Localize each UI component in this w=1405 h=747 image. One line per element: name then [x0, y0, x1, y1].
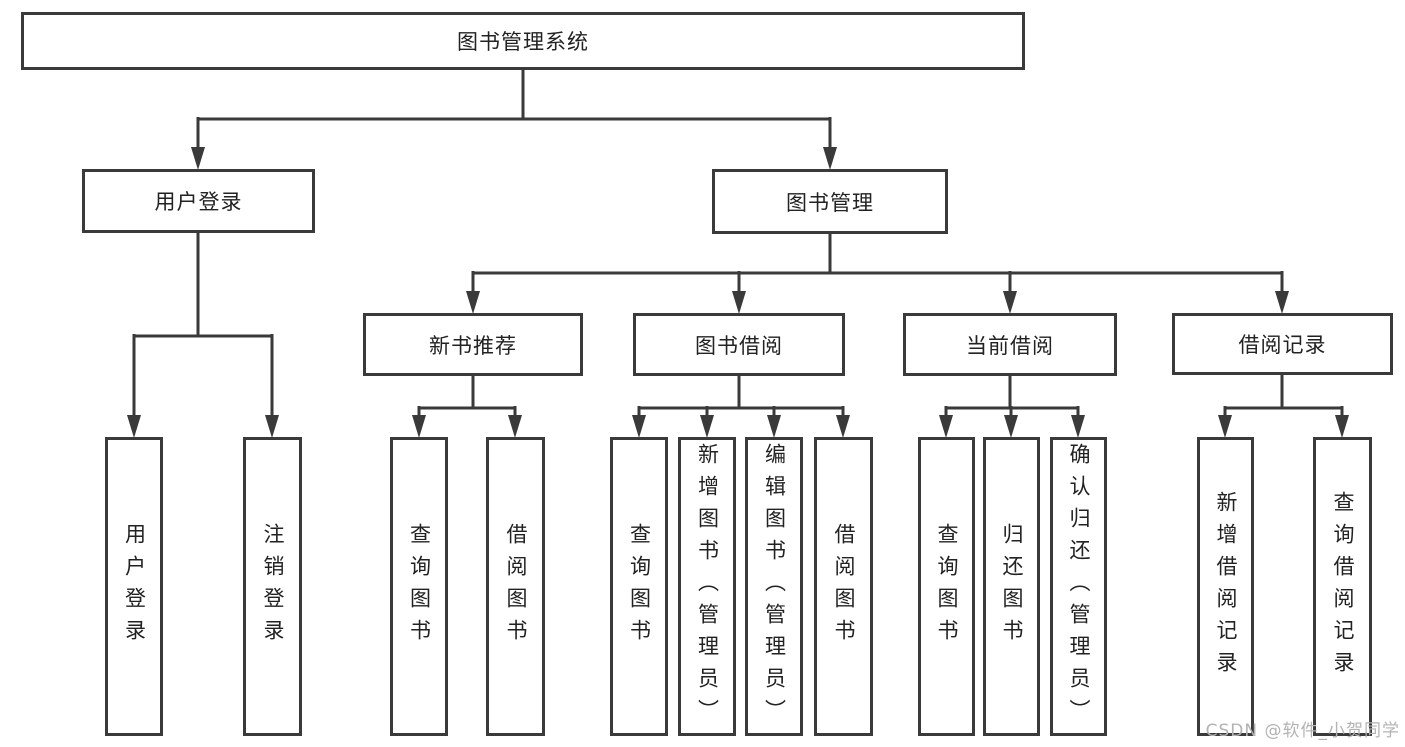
node-new-book-recommend-label: 新书推荐 — [429, 333, 517, 358]
leaf-borrow-books-1: 借阅图书 — [486, 437, 545, 736]
node-current-borrow: 当前借阅 — [903, 313, 1117, 376]
node-root-label: 图书管理系统 — [457, 30, 589, 54]
leaf-borrow-books-2: 借阅图书 — [814, 437, 873, 736]
leaf-logout-label: 注销登录 — [261, 522, 285, 651]
leaf-query-books-2-label: 查询图书 — [627, 522, 652, 651]
leaf-query-borrow-record: 查询借阅记录 — [1313, 437, 1372, 736]
node-current-borrow-label: 当前借阅 — [966, 333, 1054, 358]
leaf-query-books-1: 查询图书 — [390, 437, 448, 736]
leaf-add-borrow-record-label: 新增借阅记录 — [1214, 490, 1238, 683]
leaf-edit-books-admin-label: 编辑图书（管理员） — [762, 442, 787, 731]
leaf-add-books-admin-label: 新增图书（管理员） — [695, 442, 720, 731]
leaf-confirm-return-admin-label: 确认归还（管理员） — [1067, 442, 1091, 731]
node-user-login-label: 用户登录 — [154, 190, 243, 214]
leaf-query-books-2: 查询图书 — [610, 437, 668, 736]
leaf-borrow-books-2-label: 借阅图书 — [832, 522, 856, 651]
node-new-book-recommend: 新书推荐 — [363, 313, 583, 376]
leaf-logout: 注销登录 — [243, 437, 302, 736]
leaf-query-books-3-label: 查询图书 — [935, 522, 959, 651]
leaf-confirm-return-admin: 确认归还（管理员） — [1050, 437, 1107, 736]
node-book-management-label: 图书管理 — [786, 190, 874, 215]
node-book-borrow-label: 图书借阅 — [695, 333, 783, 358]
csdn-watermark: CSDN @软件_小贺同学 — [1205, 721, 1400, 741]
node-borrow-records-label: 借阅记录 — [1238, 333, 1327, 357]
leaf-add-borrow-record: 新增借阅记录 — [1197, 437, 1254, 736]
node-book-borrow: 图书借阅 — [633, 313, 845, 376]
leaf-return-books: 归还图书 — [983, 437, 1040, 736]
node-user-login: 用户登录 — [82, 169, 315, 233]
node-borrow-records: 借阅记录 — [1172, 313, 1393, 375]
node-book-management: 图书管理 — [712, 169, 948, 234]
leaf-user-login-label: 用户登录 — [122, 522, 147, 651]
leaf-query-books-1-label: 查询图书 — [407, 522, 432, 651]
leaf-user-login: 用户登录 — [105, 437, 163, 736]
leaf-edit-books-admin: 编辑图书（管理员） — [745, 437, 803, 736]
leaf-borrow-books-1-label: 借阅图书 — [504, 522, 528, 651]
leaf-query-borrow-record-label: 查询借阅记录 — [1331, 490, 1355, 683]
leaf-return-books-label: 归还图书 — [1000, 522, 1024, 651]
node-root: 图书管理系统 — [21, 12, 1025, 70]
leaf-add-books-admin: 新增图书（管理员） — [678, 437, 736, 736]
leaf-query-books-3: 查询图书 — [918, 437, 975, 736]
